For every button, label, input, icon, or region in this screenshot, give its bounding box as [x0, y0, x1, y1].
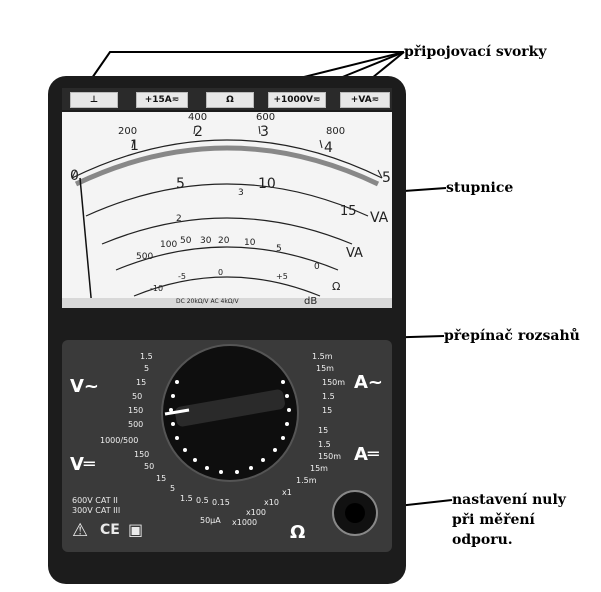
a-ac-label: A~ [354, 372, 384, 393]
range-right-10: 1.5m [296, 476, 317, 485]
range-left-4: 50 [132, 392, 143, 401]
range-right-2: 15m [316, 364, 334, 373]
range-right-8: 150m [318, 452, 342, 461]
scale-ac-3: 3 [238, 188, 244, 198]
range-left-7: 1000/500 [100, 436, 139, 445]
terminal-ground[interactable]: ⊥ [70, 92, 118, 108]
db-0: 0 [218, 268, 224, 277]
scale-ac-2: 2 [176, 214, 182, 224]
scale-label: stupnice [446, 180, 514, 196]
scale-mid-15: 15 [340, 204, 357, 219]
range-right-4: 1.5 [322, 392, 335, 401]
terminals-label: připojovací svorky [404, 44, 547, 60]
ohm-mode-label: Ω [290, 522, 306, 543]
db-minus10: -10 [150, 284, 164, 293]
range-left-1: 1.5 [140, 352, 153, 361]
scale-footer: DC 20kΩ/V AC 4kΩ/V [176, 298, 239, 305]
scale-top-400: 400 [188, 112, 208, 123]
terminal-1000v[interactable]: +1000V≂ [268, 92, 326, 108]
scale-main-2: 2 [194, 124, 203, 140]
scale-top-200: 200 [118, 126, 138, 137]
ohm-10: 10 [244, 238, 256, 248]
needle [79, 177, 93, 308]
scale-main-4: 4 [324, 140, 333, 156]
range-left-6: 500 [128, 420, 144, 429]
zero-adjust-label-2: při měření [452, 512, 535, 528]
dial-pointer [164, 408, 190, 416]
scale-unit-db: dB [304, 296, 318, 307]
range-left-11: 5 [170, 484, 176, 493]
range-left-14: 0.15 [212, 498, 230, 507]
range-left-15: 50μA [200, 516, 221, 525]
warning-icon: ⚠ [72, 520, 89, 541]
range-left-10: 15 [156, 474, 167, 483]
range-left-9: 50 [144, 462, 155, 471]
range-right-7: 1.5 [318, 440, 331, 449]
cat-rating-2: 300V CAT III [72, 506, 121, 515]
range-switch-label: přepínač rozsahů [444, 328, 580, 344]
range-right-11: x1 [282, 488, 292, 497]
range-left-2: 5 [144, 364, 150, 373]
ohm-50: 50 [180, 236, 192, 246]
scale-unit-va: VA [370, 210, 389, 226]
ohm-0: 0 [314, 262, 320, 272]
cat-rating-1: 600V CAT II [72, 496, 118, 505]
scale-main-3: 3 [260, 124, 269, 140]
range-right-9: 15m [310, 464, 328, 473]
scale-top-800: 800 [326, 126, 346, 137]
terminal-15a[interactable]: +15A≂ [136, 92, 188, 108]
zero-adjust-label-3: odporu. [452, 532, 513, 548]
scale-mid-5: 5 [176, 176, 185, 192]
scale-main-0: 0 [70, 168, 79, 184]
double-insulation-icon: ▣ [128, 520, 144, 539]
zero-adjust-label-1: nastavení nuly [452, 492, 566, 508]
range-right-14: x1000 [232, 518, 258, 527]
range-left-12: 1.5 [180, 494, 193, 503]
range-right-1: 1.5m [312, 352, 333, 361]
ohm-5: 5 [276, 244, 282, 254]
db-minus5: -5 [178, 272, 186, 281]
ohm-500: 500 [136, 252, 154, 262]
scale-top-600: 600 [256, 112, 276, 123]
range-dial[interactable] [155, 338, 305, 488]
terminal-va[interactable]: +VA≂ [340, 92, 390, 108]
range-right-3: 150m [322, 378, 346, 387]
scale-main-5: 5 [382, 170, 391, 186]
zero-adjust-knob[interactable] [330, 488, 380, 538]
ohm-20: 20 [218, 236, 230, 246]
range-left-3: 15 [136, 378, 147, 387]
ce-mark: CE [100, 522, 120, 538]
meter-scale [62, 112, 392, 308]
scale-unit-va-2: VA [346, 246, 363, 261]
range-right-13: x100 [246, 508, 267, 517]
range-right-6: 15 [318, 426, 329, 435]
scale-mid-10: 10 [258, 176, 276, 192]
scale-unit-ohm: Ω [332, 280, 341, 293]
range-right-5: 15 [322, 406, 333, 415]
v-dc-label: V═ [70, 454, 95, 475]
range-right-12: x10 [264, 498, 279, 507]
range-left-5: 150 [128, 406, 144, 415]
range-left-13: 0.5 [196, 496, 209, 505]
v-ac-label: V~ [70, 376, 100, 397]
terminal-ohm[interactable]: Ω [206, 92, 254, 108]
scale-main-1: 1 [130, 138, 139, 154]
range-left-8: 150 [134, 450, 150, 459]
a-dc-label: A═ [354, 444, 379, 465]
db-plus5: +5 [276, 272, 288, 281]
ohm-30: 30 [200, 236, 212, 246]
ohm-100: 100 [160, 240, 178, 250]
